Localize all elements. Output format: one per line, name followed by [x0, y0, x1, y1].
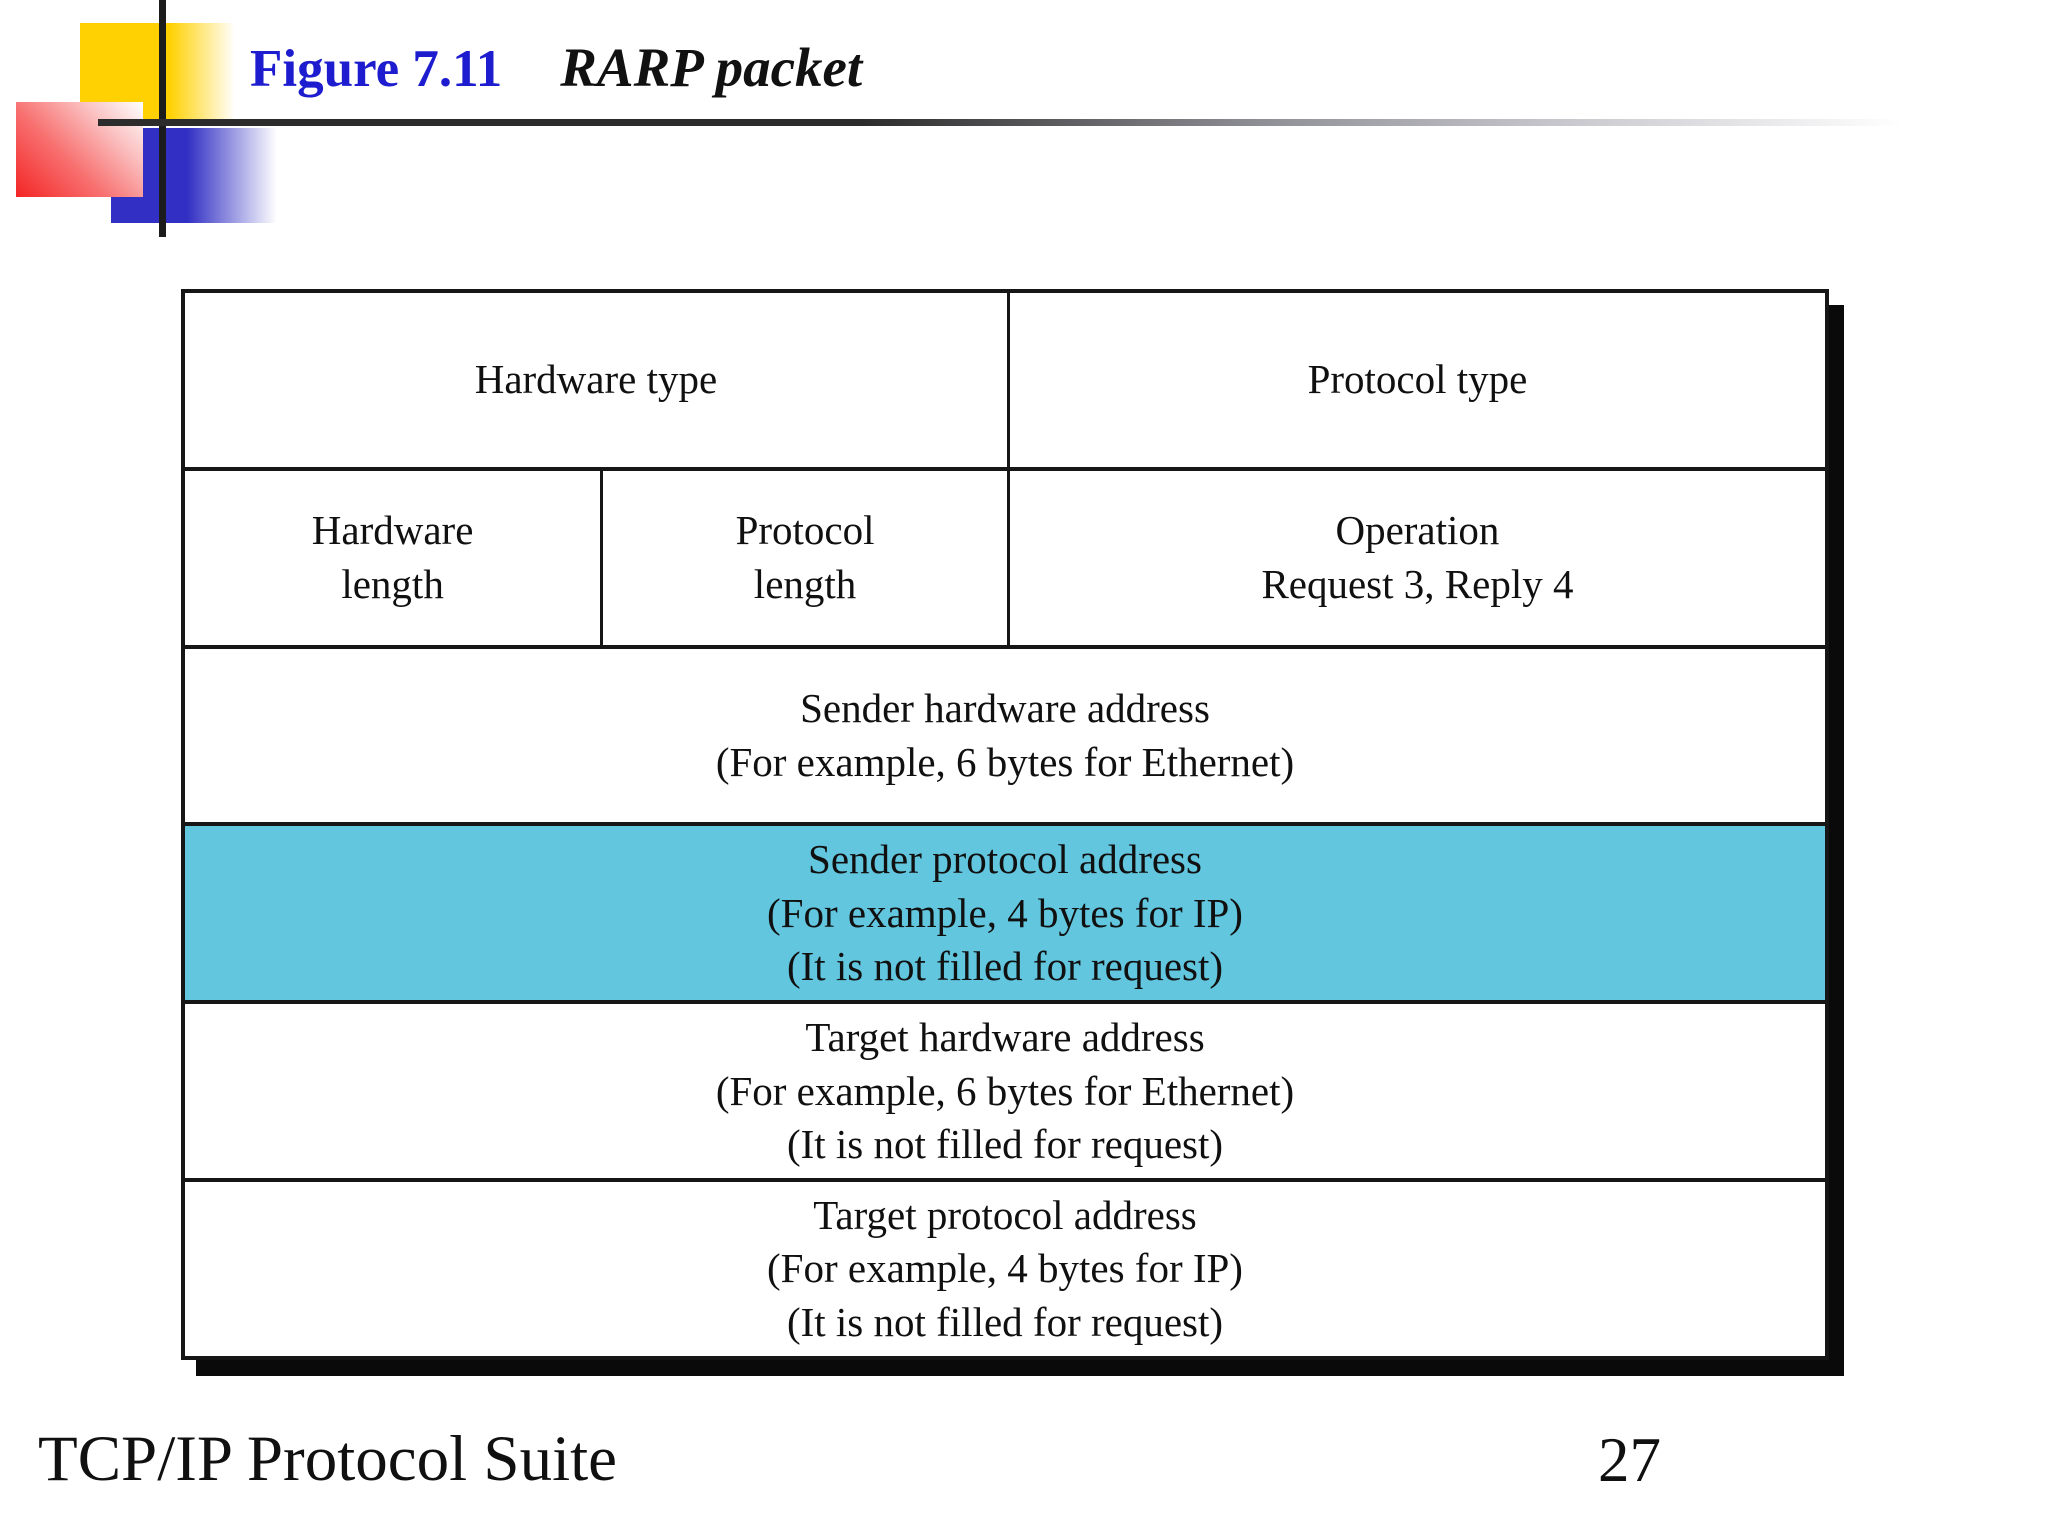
red-square-decoration [16, 102, 143, 197]
horizontal-rule [98, 119, 1920, 126]
protocol-type-cell: Protocol type [1307, 356, 1528, 403]
table-row-sender-protocol: Sender protocol address (For example, 4 … [185, 822, 1825, 1001]
target-hardware-address-cell: Target hardware address (For example, 6 … [715, 1014, 1295, 1167]
table-row-sender-hardware: Sender hardware address (For example, 6 … [185, 644, 1825, 823]
hardware-length-cell: Hardware length [185, 470, 604, 645]
rarp-packet-table: Hardware type Protocol type Hardware len… [181, 289, 1829, 1360]
vertical-line-decoration [159, 0, 166, 237]
table-row-target-protocol: Target protocol address (For example, 4 … [185, 1178, 1825, 1356]
table-row-target-hardware: Target hardware address (For example, 6 … [185, 1000, 1825, 1178]
sender-protocol-address-cell: Sender protocol address (For example, 4 … [767, 836, 1243, 990]
slide-title: Figure 7.11 RARP packet [250, 36, 862, 99]
page-number: 27 [1598, 1425, 1661, 1495]
table-row-lengths-operation: Hardware length Protocol length Operatio… [185, 466, 1825, 645]
table-row-types: Hardware type Protocol type [185, 293, 1825, 467]
protocol-length-cell: Protocol length [603, 470, 1010, 645]
footer-title: TCP/IP Protocol Suite [38, 1423, 618, 1495]
operation-cell: Operation Request 3, Reply 4 [1261, 507, 1574, 607]
target-protocol-address-cell: Target protocol address (For example, 4 … [767, 1192, 1243, 1345]
figure-label: Figure 7.11 [250, 40, 503, 98]
hardware-type-cell: Hardware type [185, 293, 1010, 467]
sender-hardware-address-cell: Sender hardware address (For example, 6 … [715, 685, 1295, 785]
figure-title: RARP packet [560, 37, 863, 98]
